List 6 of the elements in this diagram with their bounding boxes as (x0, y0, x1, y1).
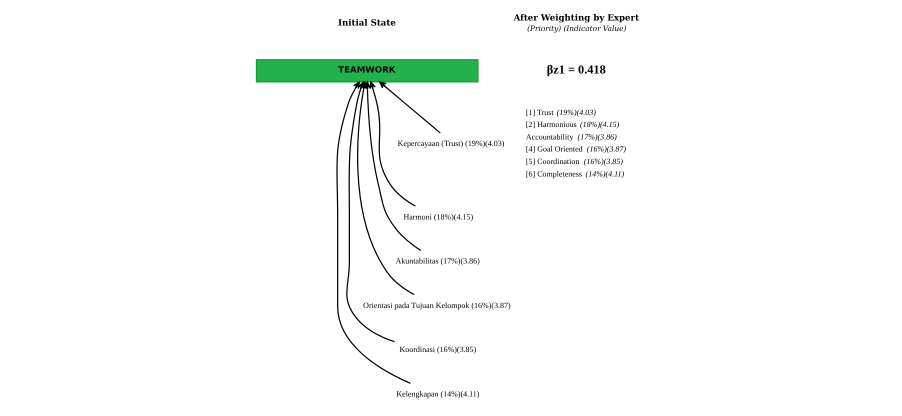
arrow (379, 81, 441, 134)
label: βz1 = 0.418 (546, 62, 606, 76)
arrow (369, 81, 416, 207)
node-box: TEAMWORK (256, 59, 479, 82)
label: Initial State (338, 18, 396, 29)
label: After Weighting by Expert (514, 14, 640, 24)
